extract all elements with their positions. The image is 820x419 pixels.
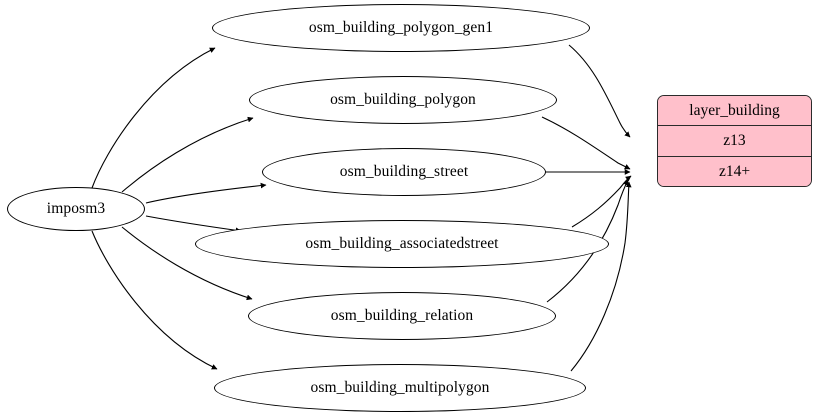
record-label-z13: z13 xyxy=(723,132,746,150)
record-row-z13[interactable]: z13 xyxy=(658,125,811,156)
node-osm-building-street[interactable]: osm_building_street xyxy=(262,148,546,196)
record-label-layer-building-title: layer_building xyxy=(689,101,780,119)
edge-relation-z14plus xyxy=(546,179,629,303)
node-label-osm-building-street: osm_building_street xyxy=(339,163,469,181)
node-label-osm-building-polygon: osm_building_polygon xyxy=(330,91,476,109)
node-osm-building-associatedstreet[interactable]: osm_building_associatedstreet xyxy=(195,220,609,268)
record-row-layer-building-title[interactable]: layer_building xyxy=(658,96,811,126)
edge-imposm3-associatedstreet xyxy=(145,215,242,234)
node-label-osm-building-multipolygon: osm_building_multipolygon xyxy=(310,379,490,397)
record-label-z14plus: z14+ xyxy=(718,162,751,180)
edge-imposm3-polygon-gen1 xyxy=(91,47,216,189)
edge-imposm3-street xyxy=(145,182,267,204)
node-osm-building-polygon[interactable]: osm_building_polygon xyxy=(249,76,557,124)
node-osm-building-polygon-gen1[interactable]: osm_building_polygon_gen1 xyxy=(212,4,590,52)
node-osm-building-multipolygon[interactable]: osm_building_multipolygon xyxy=(214,364,586,412)
edge-imposm3-relation xyxy=(121,226,253,301)
edge-associatedstreet-z14plus xyxy=(571,175,632,228)
node-label-osm-building-relation: osm_building_relation xyxy=(330,307,474,325)
record-row-z14plus[interactable]: z14+ xyxy=(658,155,811,186)
edge-polygon-gen1-gen1-z13 xyxy=(568,44,631,138)
node-label-osm-building-associatedstreet: osm_building_associatedstreet xyxy=(305,235,499,253)
node-layer-building[interactable]: layer_building z13 z14+ xyxy=(657,95,812,187)
node-label-imposm3: imposm3 xyxy=(46,200,106,218)
edge-imposm3-multipolygon xyxy=(91,230,218,370)
node-label-osm-building-polygon-gen1: osm_building_polygon_gen1 xyxy=(308,19,494,37)
edge-imposm3-polygon xyxy=(121,116,254,193)
edge-multipolygon-z14plus xyxy=(570,181,632,372)
edge-polygon-z14plus xyxy=(541,116,631,170)
node-osm-building-relation[interactable]: osm_building_relation xyxy=(248,292,556,340)
node-imposm3[interactable]: imposm3 xyxy=(7,187,145,231)
